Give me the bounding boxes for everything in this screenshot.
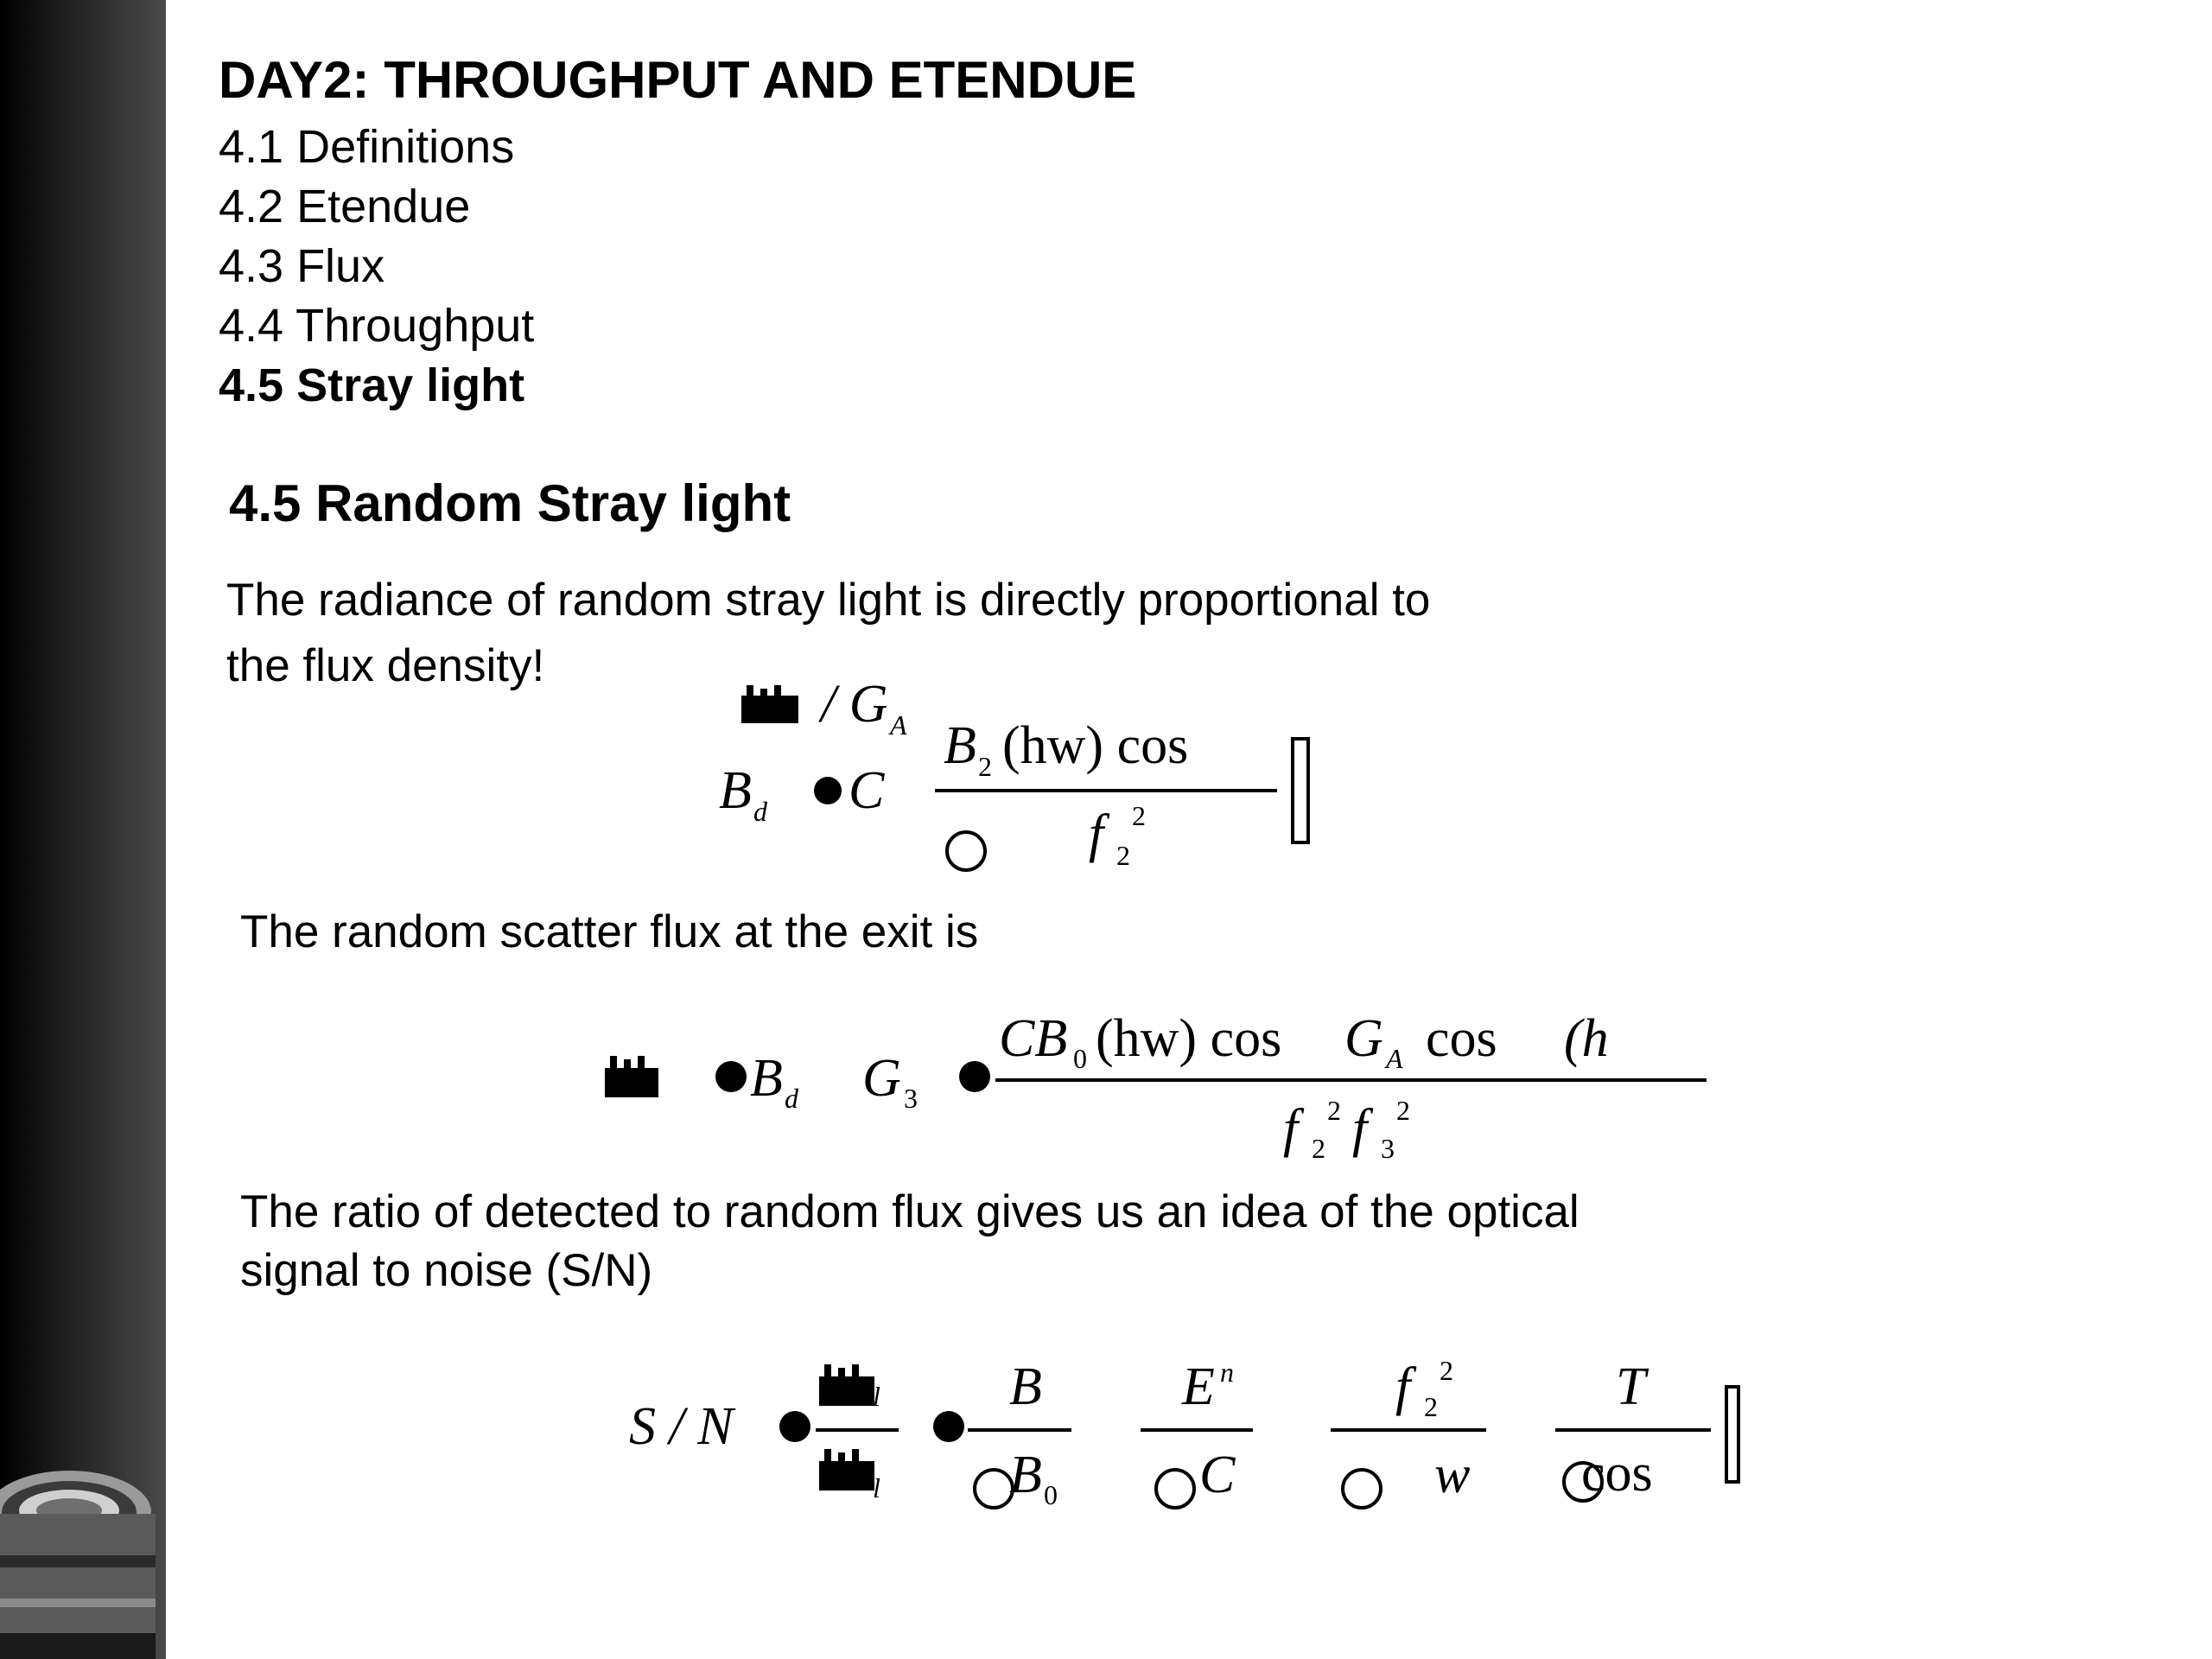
eq1-frac-den-sup: 2 [1132,800,1146,831]
eq2-num-hw: (hw) cos [1096,1009,1281,1068]
equation-signal-to-noise: S / N l l B B 0 E n C f 2 2 [629,1355,1740,1510]
eq1-lhs: B [719,761,752,820]
camera-lens-icon [0,1460,166,1659]
eq2-den-f2: f [1283,1099,1305,1158]
eq2-b: B [750,1049,783,1108]
table-of-contents: 4.1 Definitions 4.2 Etendue 4.3 Flux 4.4… [219,118,534,416]
eq2-g-sub: 3 [904,1083,918,1114]
eq3-lhs: S / N [629,1397,736,1456]
eq2-b-sub: d [785,1083,799,1114]
eq3-f4-num: T [1616,1357,1649,1416]
eq1-ga-sub: A [888,709,907,741]
sidebar-gradient-bar [0,0,166,1659]
paragraph-line: the flux density! [226,640,545,691]
toc-item[interactable]: 4.2 Etendue [219,181,471,232]
eq3-f2-num: E [1181,1357,1215,1416]
eq1-frac-num-rest: (hw) cos [1002,716,1188,775]
eq1-frac-den-sub: 2 [1116,840,1130,871]
eq3-f4-den: cos [1581,1444,1653,1503]
eq2-g: G [862,1049,901,1108]
eq2-num-ga-sub: A [1384,1043,1403,1074]
equation-scatter-flux: B d G 3 CB 0 (hw) cos G A cos (h f 2 2 f… [605,1009,1707,1164]
eq3-f3-den: w [1434,1446,1470,1504]
eq3-f3-num-sup: 2 [1440,1355,1453,1386]
eq3-sub-l: l [873,1381,880,1412]
toc-item[interactable]: 4.3 Flux [219,240,385,292]
eq2-num-cb: CB [999,1009,1067,1068]
eq1-frac-num-sub: 2 [978,751,992,782]
eq3-f2-num-sup: n [1220,1357,1234,1388]
eq3-f3-num-sub: 2 [1424,1391,1438,1422]
eq2-num-cb-sub: 0 [1073,1043,1087,1074]
page-title: DAY2: THROUGHPUT AND ETENDUE [219,51,1137,109]
eq1-lhs-sub: d [753,796,768,827]
eq3-f1-num: B [1009,1357,1042,1416]
paragraph-line: The radiance of random stray light is di… [226,575,1431,626]
eq3-f1-den-sub: 0 [1044,1479,1058,1510]
paragraph-line: The ratio of detected to random flux giv… [240,1186,1580,1237]
toc-item[interactable]: 4.4 Throughput [219,300,535,352]
toc-item[interactable]: 4.1 Definitions [219,121,515,173]
eq2-den-f2-sup: 2 [1327,1095,1341,1126]
eq1-frac-num: B [944,716,976,775]
eq1-ga: / G [818,675,888,734]
eq2-den-f2-sub: 2 [1312,1133,1325,1164]
eq3-f2-den: C [1199,1446,1236,1504]
eq2-num-h: (h [1564,1009,1609,1068]
section-title: 4.5 Random Stray light [229,474,791,532]
toc-item-active[interactable]: 4.5 Stray light [219,359,525,411]
eq1-frac-den: f [1089,804,1110,863]
eq3-f1-den: B [1009,1446,1042,1504]
equation-radiance: / G A B d C B 2 (hw) cos f 2 2 [719,675,1310,872]
eq1-coef: C [849,761,885,820]
eq3-f3-num: f [1395,1357,1417,1416]
paragraph-line: The random scatter flux at the exit is [240,906,979,957]
eq2-den-f3-sub: 3 [1381,1133,1395,1164]
eq2-den-f3-sup: 2 [1396,1095,1410,1126]
eq2-num-ga: G [1344,1009,1383,1068]
eq3-sub-l: l [873,1472,880,1503]
eq2-den-f3: f [1352,1099,1374,1158]
paragraph-line: signal to noise (S/N) [240,1245,653,1296]
eq2-num-cos2: cos [1426,1009,1497,1068]
